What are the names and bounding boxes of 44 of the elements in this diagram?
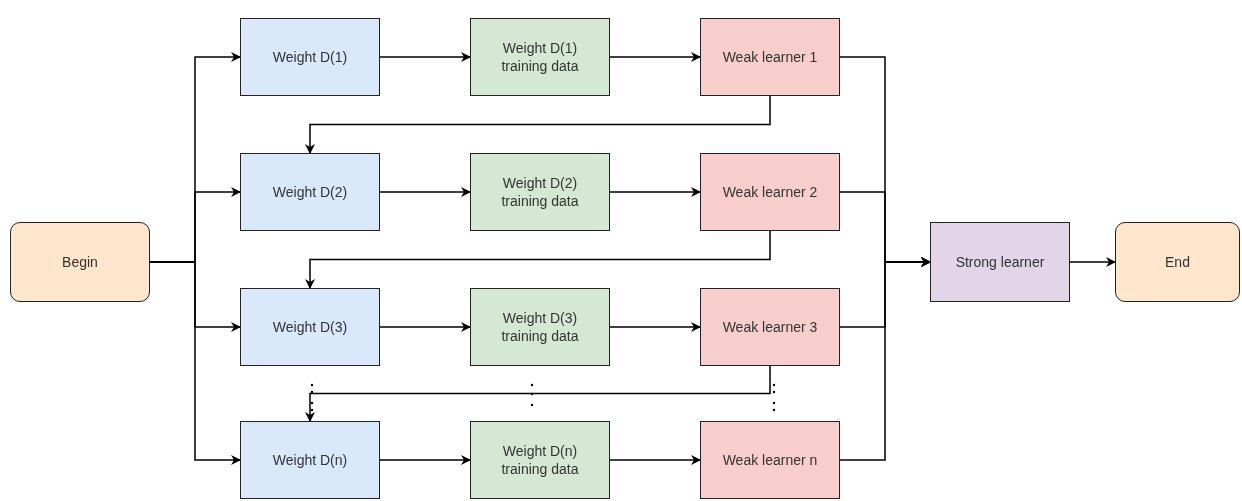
process-box: [240, 153, 380, 231]
arrow: [609, 52, 701, 62]
box-label: Weight D(3): [272, 317, 348, 337]
arrow: [305, 230, 771, 289]
arrow: [609, 187, 701, 197]
arrow: [1069, 257, 1116, 267]
box-label: End: [1165, 252, 1190, 272]
process-box: [470, 153, 610, 231]
terminal-box: [10, 222, 150, 302]
box-label: Weight D(2) training data: [500, 173, 580, 211]
box-label: Weak learner 3: [722, 317, 818, 337]
box-label: Weight D(1) training data: [500, 38, 580, 76]
box-label: Weak learner n: [722, 450, 818, 470]
box-label: Weight D(1): [272, 47, 348, 67]
process-box: [470, 18, 610, 96]
arrow: [305, 95, 771, 154]
arrow: [379, 187, 471, 197]
process-box: [700, 18, 840, 96]
arrow: [379, 455, 471, 465]
process-box: [700, 288, 840, 366]
arrow: [839, 257, 931, 461]
box-label: Weak learner 1: [722, 47, 818, 67]
process-box: [930, 222, 1070, 302]
process-box: [240, 421, 380, 499]
box-label: Weight D(3) training data: [500, 308, 580, 346]
arrow: [305, 365, 771, 422]
process-box: [240, 18, 380, 96]
process-box: [700, 421, 840, 499]
terminal-box: [1115, 222, 1240, 302]
box-label: Weight D(2): [272, 182, 348, 202]
process-box: [470, 288, 610, 366]
arrow: [149, 261, 241, 465]
box-label: Strong learner: [955, 252, 1045, 272]
box-label: Weight D(n): [272, 450, 348, 470]
process-box: [470, 421, 610, 499]
arrow: [609, 322, 701, 332]
process-box: [240, 288, 380, 366]
process-box: [700, 153, 840, 231]
arrow: [379, 52, 471, 62]
box-label: Weak learner 2: [722, 182, 818, 202]
arrow: [609, 455, 701, 465]
box-label: Begin: [62, 252, 98, 272]
box-label: Weight D(n) training data: [500, 441, 580, 479]
arrow: [379, 322, 471, 332]
